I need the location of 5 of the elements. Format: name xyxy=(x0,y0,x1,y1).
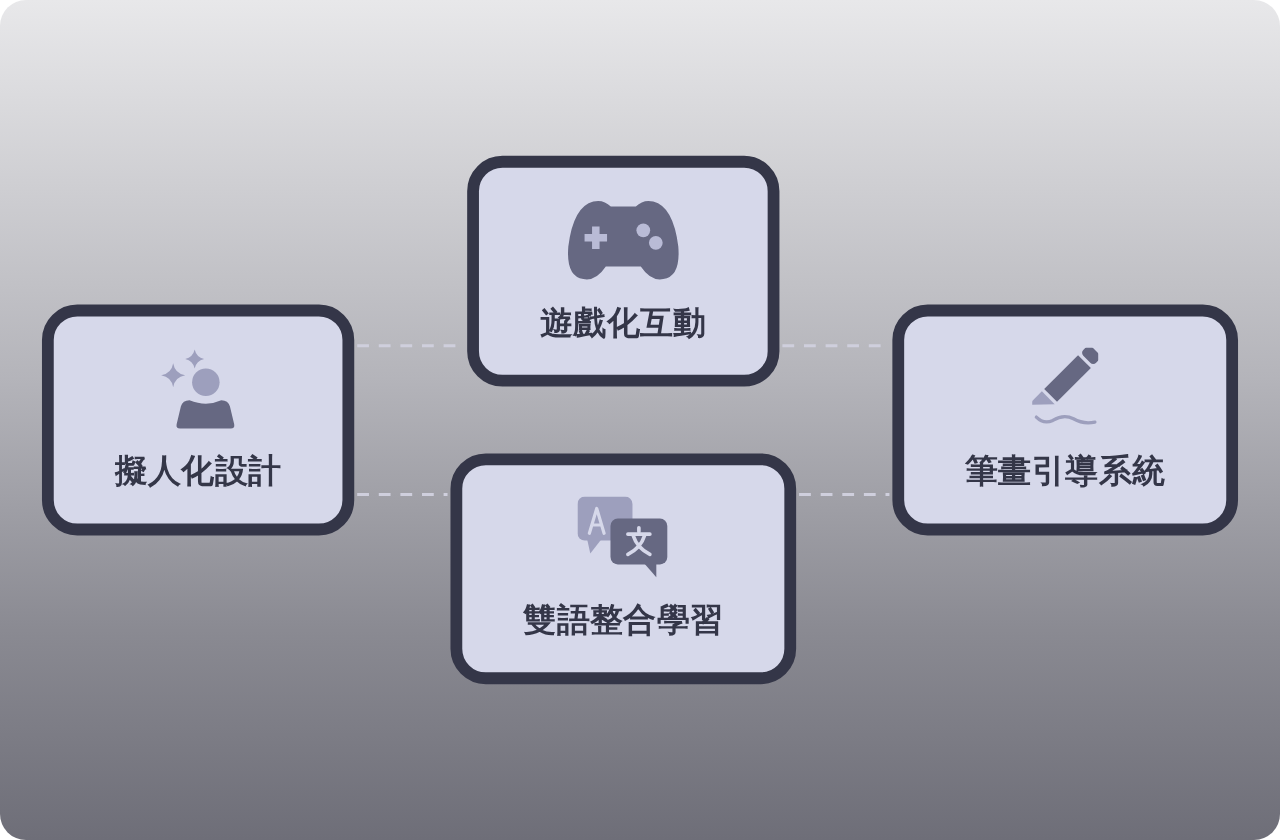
card-title: 雙語整合學習 xyxy=(523,598,724,641)
card-title: 筆畫引導系統 xyxy=(965,449,1166,493)
dashed-connector xyxy=(799,492,890,496)
card-title: 遊戲化互動 xyxy=(539,301,707,344)
dashed-connector xyxy=(357,492,448,496)
